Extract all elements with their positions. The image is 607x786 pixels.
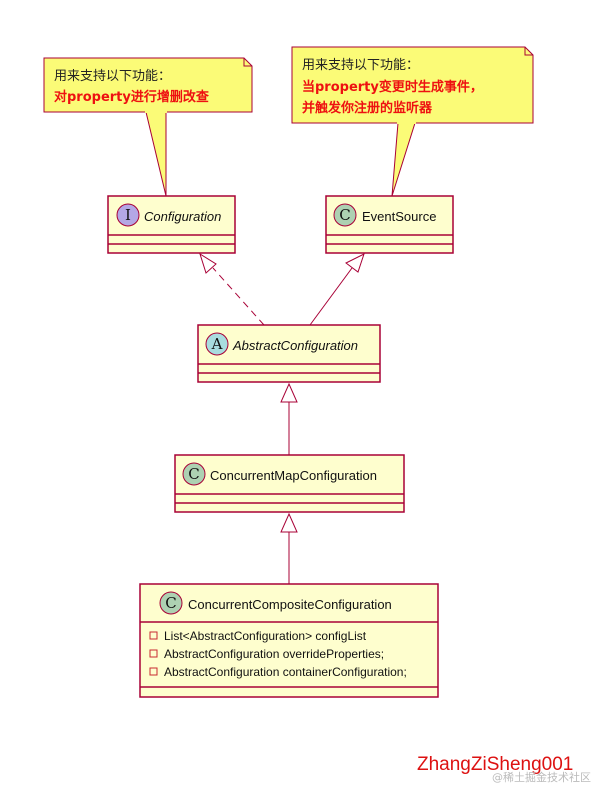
class-abstract-configuration: A AbstractConfiguration (197, 324, 381, 383)
note-crud: 用来支持以下功能： 对property进行增删改查 (43, 57, 253, 197)
class-abstract-configuration-stereotype: A (211, 335, 223, 353)
field-override-properties: AbstractConfiguration overrideProperties… (149, 647, 384, 661)
author-signature: ZhangZiSheng001 (417, 754, 573, 775)
field-config-list: List<AbstractConfiguration> configList (149, 629, 367, 643)
class-eventsource-stereotype: C (339, 206, 350, 224)
class-eventsource: C EventSource (325, 195, 454, 254)
class-stereotype-icon (333, 203, 357, 227)
abstract-stereotype-icon (205, 332, 229, 356)
realization-line (212, 267, 265, 326)
relationships (199, 252, 365, 584)
note-crud-connector (145, 111, 167, 197)
note-events-line1: 用来支持以下功能： (302, 58, 419, 73)
extends-abstract-arrowhead (280, 382, 298, 403)
class-concurrent-composite-configuration-box (139, 583, 439, 698)
extends-eventsource-line (309, 267, 353, 326)
note-crud-line2: 对property进行增删改查 (54, 89, 210, 105)
class-abstract-configuration-name: AbstractConfiguration (232, 338, 358, 353)
note-events-fold (524, 47, 533, 56)
watermark: @稀土掘金技术社区 (492, 770, 591, 784)
class-concurrent-composite-configuration-name: ConcurrentCompositeConfiguration (188, 597, 392, 612)
note-events-body (291, 46, 534, 124)
note-crud-fold (243, 58, 252, 67)
class-stereotype-icon (159, 591, 183, 615)
field-override-properties-text: AbstractConfiguration overrideProperties… (164, 647, 384, 661)
private-field-icon (149, 649, 158, 658)
class-concurrent-map-configuration-name: ConcurrentMapConfiguration (210, 468, 377, 483)
extends-map-arrowhead (280, 512, 298, 533)
class-configuration-stereotype: I (125, 206, 131, 224)
note-crud-connector-joint (145, 111, 167, 113)
field-container-configuration-text: AbstractConfiguration containerConfigura… (164, 665, 407, 679)
class-stereotype-icon (182, 462, 206, 486)
private-field-icon (149, 631, 158, 640)
class-concurrent-composite-configuration-stereotype: C (165, 594, 176, 612)
note-events-line2: 当property变更时生成事件， (302, 79, 483, 95)
class-concurrent-map-configuration-stereotype: C (188, 465, 199, 483)
class-concurrent-composite-configuration: C ConcurrentCompositeConfiguration List<… (139, 583, 439, 698)
field-config-list-text: List<AbstractConfiguration> configList (164, 629, 367, 643)
note-events-connector (391, 122, 416, 197)
extends-eventsource-arrowhead (345, 253, 365, 273)
note-events-connector-joint (397, 122, 416, 124)
note-events-line3: 并触发你注册的监听器 (302, 100, 433, 116)
note-crud-body (43, 57, 253, 113)
realization-arrowhead (199, 252, 217, 274)
field-container-configuration: AbstractConfiguration containerConfigura… (149, 665, 407, 679)
class-concurrent-map-configuration: C ConcurrentMapConfiguration (174, 454, 405, 513)
class-configuration-name: Configuration (144, 209, 221, 224)
private-field-icon (149, 667, 158, 676)
note-crud-line1: 用来支持以下功能： (54, 69, 171, 84)
class-eventsource-name: EventSource (362, 209, 436, 224)
note-events: 用来支持以下功能： 当property变更时生成事件， 并触发你注册的监听器 (291, 46, 534, 197)
interface-stereotype-icon (116, 203, 140, 227)
class-configuration: I Configuration (107, 195, 236, 254)
